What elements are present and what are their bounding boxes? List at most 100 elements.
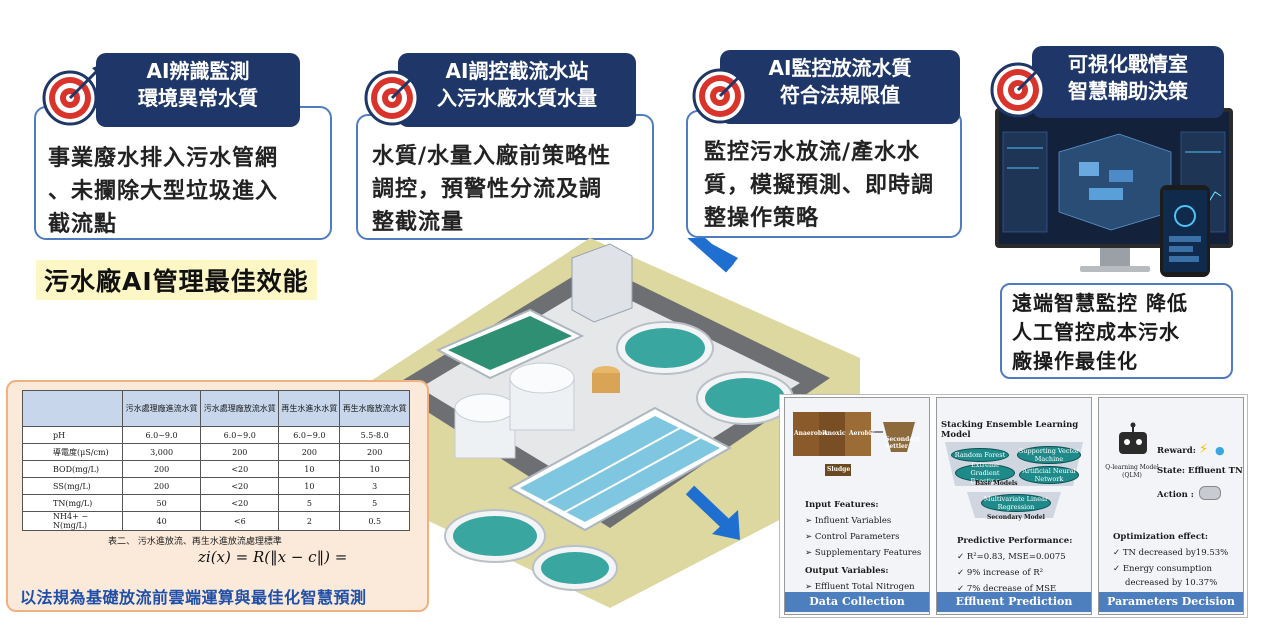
table-cell: NH4+ − N(mg/L): [22, 511, 123, 531]
input-feature: ➢ Control Parameters: [805, 532, 900, 542]
table-header-cell: 污水處理廠進流水質: [121, 390, 202, 427]
card-body-line-text: 整截流量: [372, 210, 465, 235]
model-svm: Supporting Vector Machine: [1017, 446, 1081, 464]
card-interception-control: 水質/水量入廠前策略性 調控，預警性分流及調 整截流量: [356, 114, 654, 240]
table-cell: BOD(mg/L): [22, 460, 123, 478]
table-cell: 5.5-8.0: [339, 426, 410, 444]
input-feature-text: Influent Variables: [814, 516, 892, 526]
performance-item-text: R²=0.83, MSE=0.0075: [966, 552, 1066, 562]
monitor-stand: [1100, 248, 1130, 266]
remote-monitoring-box: 遠端智慧監控 降低 人工管控成本污水 廠操作最佳化: [1000, 283, 1233, 379]
table-cell: 10: [339, 460, 410, 478]
plant-clarifier-water: [541, 552, 609, 584]
output-variable-text: Effluent Total Nitrogen: [814, 582, 915, 592]
table-cell: <20: [200, 477, 280, 495]
table-cell: <6: [200, 511, 280, 531]
card-abnormal-water: 事業廢水排入污水管網 、未攔除大型垃圾進入 截流點: [34, 106, 332, 240]
table-cell: 6.0~9.0: [200, 426, 280, 444]
plant-small-tank: [592, 373, 620, 393]
card-body-line: 水質/水量入廠前策略性: [372, 140, 611, 173]
input-feature-text: Control Parameters: [814, 532, 900, 542]
predictive-performance-title: Predictive Performance:: [957, 536, 1073, 546]
droplet-icon: ●: [1215, 444, 1225, 457]
target-icon: [692, 62, 752, 124]
table-cell: 200: [121, 460, 202, 478]
card-tag: AI調控截流水站 入污水廠水質水量: [398, 53, 636, 127]
card-body-line: 整操作策略: [704, 206, 820, 231]
qlm-agent-label: Q-learning Model (QLM): [1105, 464, 1159, 479]
card-tag-line: 入污水廠水質水量: [437, 86, 597, 110]
card-body-line: 截流點: [48, 212, 118, 237]
rbf-formula: zi(x) = R(‖x − c‖) =: [198, 548, 348, 566]
performance-item: ✓ 9% increase of R²: [957, 568, 1043, 578]
table-cell: 5: [278, 494, 341, 512]
table-cell: TN(mg/L): [22, 494, 123, 512]
card-tag-line: AI辨識監測: [146, 59, 250, 83]
output-variables-title: Output Variables:: [805, 566, 889, 576]
optimization-item: ✓ TN decreased by19.53%: [1113, 548, 1229, 558]
flow-arrow-icon: [712, 510, 740, 540]
reward-label: Reward:: [1157, 446, 1196, 456]
table-cell: 2: [278, 511, 341, 531]
action-label: Action :: [1157, 490, 1194, 500]
phone-screen: [1163, 190, 1207, 272]
performance-item-text: 9% increase of R²: [966, 568, 1043, 578]
phone-device: [1160, 185, 1210, 277]
card-body-line: 調控，預警性分流及調: [372, 173, 611, 206]
card-tag-line: AI調控截流水站: [445, 59, 589, 83]
table-cell: 3,000: [121, 443, 202, 461]
plant-building: [571, 243, 633, 323]
treatment-plant-illustration: [360, 238, 860, 608]
card-tag-line: AI監控放流水質: [768, 56, 912, 80]
performance-item: ✓ 7% decrease of MSE: [957, 584, 1057, 594]
table-cell: 6.0~9.0: [278, 426, 341, 444]
table-cell: <20: [200, 460, 280, 478]
card-body-line-text: 水質/水量入廠前策略性: [372, 144, 612, 169]
plant-aeration-water: [520, 416, 720, 522]
input-features-title: Input Features:: [805, 500, 879, 510]
table-cell: 200: [278, 443, 341, 461]
table-cell: 6.0~9.0: [121, 426, 202, 444]
card-body: 水質/水量入廠前策略性 調控，預警性分流及調 整截流量: [372, 140, 611, 239]
table-header-row: 污水處理廠進流水質 污水處理廠放流水質 再生水進水水質 再生水廠放流水質: [22, 390, 410, 427]
blower-icon: [1199, 486, 1221, 500]
optimization-item: ✓ Energy consumption: [1113, 564, 1212, 574]
target-icon: [364, 64, 424, 126]
table-cell: 10: [278, 460, 341, 478]
reactor-label-settler: Secondary Settler: [885, 436, 920, 450]
flow-arrow-icon: [685, 485, 735, 533]
ml-column-effluent-prediction: Stacking Ensemble Learning Model Random …: [936, 397, 1092, 615]
card-tag: AI辨識監測 環境異常水質: [96, 53, 300, 127]
model-ann: Artificial Neural Network: [1019, 466, 1079, 484]
target-icon: [42, 64, 102, 126]
plant-divider: [564, 437, 701, 513]
input-feature: ➢ Supplementary Features: [805, 548, 922, 558]
remote-line: 遠端智慧監控 降低: [1012, 291, 1188, 315]
table-header-cell: 污水處理廠放流水質: [200, 390, 280, 427]
reactor-label-anaerobic: Anaerobic: [794, 430, 829, 437]
table-cell: pH: [22, 426, 123, 444]
ml-column-data-collection: Anaerobic Anoxic Aerobic Secondary Settl…: [784, 397, 930, 615]
plant-clarifier-water: [453, 516, 537, 556]
flow-arrow-icon: [687, 238, 734, 273]
plant-divider: [544, 427, 681, 503]
model-xgboost: Extreme Gradient Boosting: [955, 461, 1015, 485]
monitor-base: [1080, 266, 1150, 272]
card-body: 事業廢水排入污水管網 、未攔除大型垃圾進入 截流點: [48, 142, 278, 241]
lightning-icon: ⚡: [1199, 442, 1209, 457]
table-cell: 200: [200, 443, 280, 461]
column-head-effluent-prediction: Effluent Prediction: [937, 592, 1091, 612]
table-cell: 3: [339, 477, 410, 495]
target-icon: [990, 56, 1050, 118]
performance-item: ✓ R²=0.83, MSE=0.0075: [957, 552, 1066, 562]
table-cell: 50: [121, 494, 202, 512]
reactor-label-sludge: Sludge: [827, 466, 851, 473]
table-cell: 200: [339, 443, 410, 461]
